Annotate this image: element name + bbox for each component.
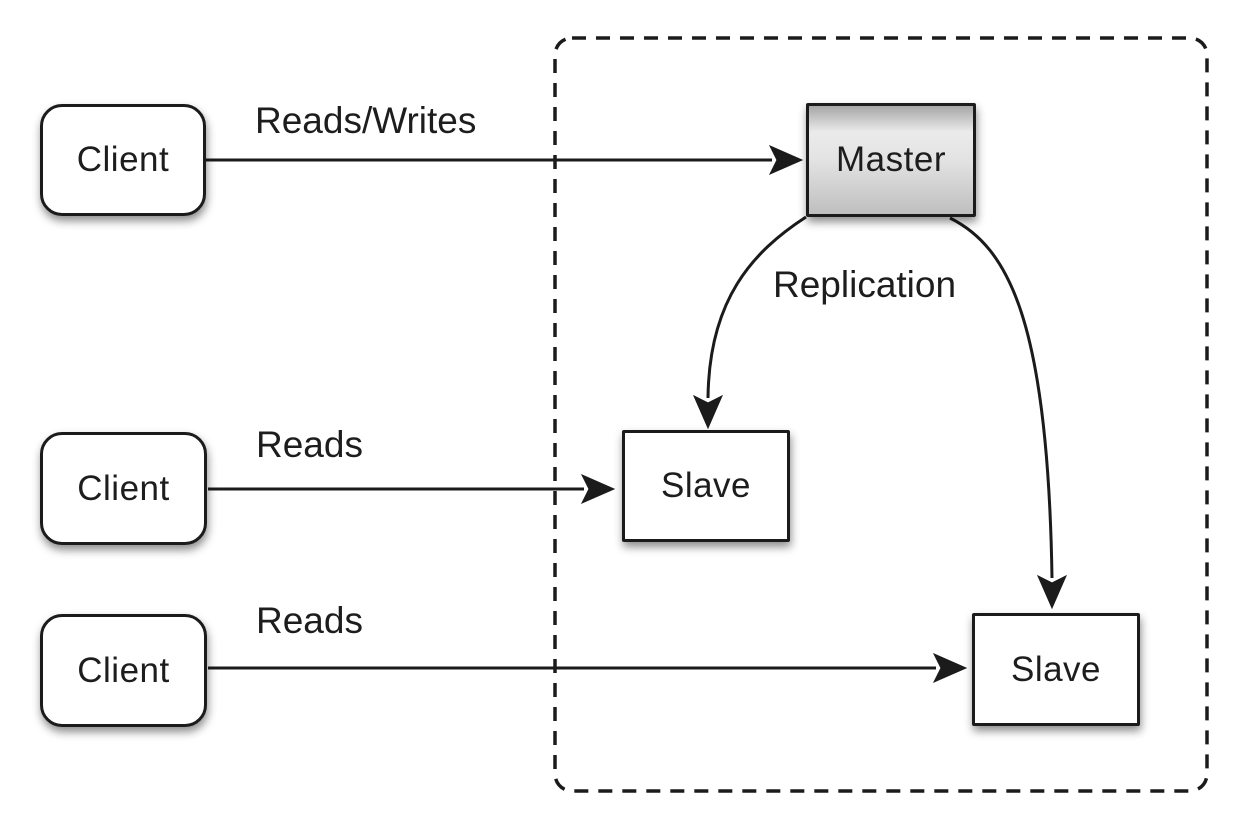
node-master-label: Master: [836, 140, 946, 179]
arrowhead-icon: [580, 473, 616, 505]
node-slave-2: Slave: [972, 613, 1140, 726]
node-master: Master: [806, 103, 976, 217]
arrow-master-to-slave2: [949, 216, 1068, 610]
node-slave-1: Slave: [622, 430, 790, 542]
node-client-2-label: Client: [77, 468, 170, 508]
arrowhead-icon: [692, 394, 724, 430]
arrowhead-icon: [932, 652, 968, 684]
arrow-client1-to-master: [206, 144, 804, 176]
node-client-1: Client: [40, 104, 206, 216]
edge-label-reads-writes: Reads/Writes: [255, 100, 477, 141]
arrowhead-icon: [1036, 574, 1068, 610]
arrowhead-icon: [768, 144, 804, 176]
node-client-3: Client: [40, 614, 207, 727]
node-slave-2-label: Slave: [1010, 649, 1102, 689]
edge-label-reads-2: Reads: [256, 600, 363, 641]
arrow-client2-to-slave1: [208, 473, 616, 505]
edge-label-replication: Replication: [773, 264, 957, 305]
node-slave-1-label: Slave: [660, 466, 752, 505]
edge-label-reads-1: Reads: [256, 424, 363, 465]
arrow-master-to-slave1: [692, 215, 807, 430]
node-client-3-label: Client: [77, 650, 170, 690]
node-client-1-label: Client: [76, 140, 170, 179]
node-client-2: Client: [40, 432, 207, 545]
arrow-client3-to-slave2: [208, 652, 968, 684]
